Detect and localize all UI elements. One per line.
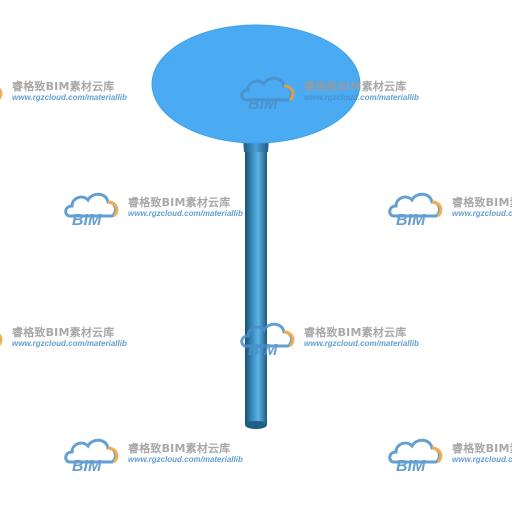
bim-cloud-logo-icon: BIM <box>388 438 443 475</box>
valve-head-disc <box>152 25 360 143</box>
watermark-title: 睿格致BIM素材云库 <box>128 442 231 455</box>
svg-text:BIM: BIM <box>72 458 102 475</box>
valve-head-rim <box>151 24 361 144</box>
watermark-title: 睿格致BIM素材云库 <box>12 326 115 339</box>
bim-cloud-logo-icon: BIM <box>388 192 443 229</box>
watermark-url: www.rgzcloud.com/materiallib <box>12 93 127 102</box>
watermark-title: 睿格致BIM素材云库 <box>304 326 407 339</box>
bim-cloud-logo-icon: BIM <box>0 88 3 100</box>
bim-cloud-logo-icon: BIM <box>64 192 119 229</box>
watermark-url: www.rgzcloud.com/materiallib <box>12 339 127 348</box>
watermark-title: 睿格致BIM素材云库 <box>304 80 407 93</box>
svg-text:BIM: BIM <box>248 96 278 113</box>
watermark-title: 睿格致BIM素材云库 <box>452 442 512 455</box>
svg-text:BIM: BIM <box>72 212 102 229</box>
watermark-url: www.rgzcloud.com/materiallib <box>304 339 419 348</box>
watermark: BIM 睿格致BIM素材云库 www.rgzcloud.com/material… <box>62 432 302 476</box>
watermark: BIM 睿格致BIM素材云库 www.rgzcloud.com/material… <box>62 186 302 230</box>
valve-stem-tip <box>245 421 267 429</box>
bim-cloud-logo-icon: BIM <box>64 438 119 475</box>
bim-cloud-logo-icon: BIM <box>0 334 3 346</box>
watermark-url: www.rgzcloud.com/materiallib <box>128 209 243 218</box>
watermark-url: www.rgzcloud.com/materiallib <box>128 455 243 464</box>
bim-cloud-logo-icon: BIM <box>240 76 295 113</box>
svg-text:BIM: BIM <box>396 212 426 229</box>
watermark: BIM 睿格致BIM素材云库 www.rgzcloud.com/material… <box>0 70 186 114</box>
svg-text:BIM: BIM <box>248 342 278 359</box>
watermark: BIM 睿格致BIM素材云库 www.rgzcloud.com/material… <box>0 316 186 360</box>
watermark: BIM 睿格致BIM素材云库 www.rgzcloud.com/material… <box>386 186 512 230</box>
watermark-title: 睿格致BIM素材云库 <box>128 196 231 209</box>
watermark-url: www.rgzcloud.com/materiallib <box>452 455 512 464</box>
valve-stem <box>245 142 267 426</box>
watermark-title: 睿格致BIM素材云库 <box>452 196 512 209</box>
watermark: BIM 睿格致BIM素材云库 www.rgzcloud.com/material… <box>386 432 512 476</box>
watermark-title: 睿格致BIM素材云库 <box>12 80 115 93</box>
watermark: BIM 睿格致BIM素材云库 www.rgzcloud.com/material… <box>238 70 478 114</box>
svg-text:BIM: BIM <box>396 458 426 475</box>
bim-cloud-logo-icon: BIM <box>240 322 295 359</box>
watermark: BIM 睿格致BIM素材云库 www.rgzcloud.com/material… <box>238 316 478 360</box>
watermark-url: www.rgzcloud.com/materiallib <box>304 93 419 102</box>
watermark-url: www.rgzcloud.com/materiallib <box>452 209 512 218</box>
